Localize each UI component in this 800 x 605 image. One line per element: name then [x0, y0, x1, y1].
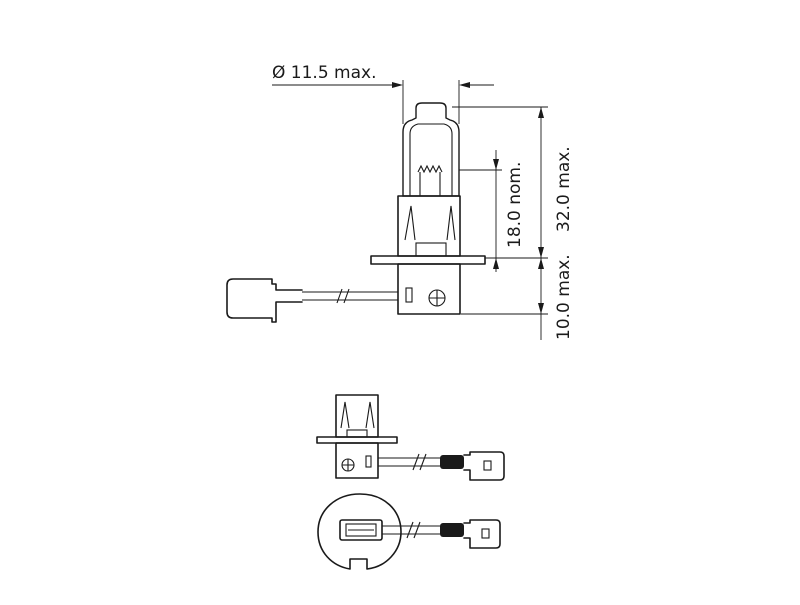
dimension-lines: Ø 11.5 max. 18.0 nom. 32.0 max. 10.0 max…: [272, 63, 574, 340]
flange: [370, 255, 486, 265]
overall-max-label: 32.0 max.: [554, 146, 574, 232]
metal-base: [397, 195, 461, 257]
lower-max-label: 10.0 max.: [554, 254, 574, 340]
small-side-view: [316, 394, 505, 481]
nominal-label: 18.0 nom.: [505, 162, 525, 248]
socket-block: [397, 263, 461, 315]
main-bulb-view: [226, 102, 486, 323]
diameter-label: Ø 11.5 max.: [272, 63, 376, 83]
front-view: [317, 493, 501, 570]
wire-and-connector: [226, 278, 398, 323]
diameter-dimension: Ø 11.5 max.: [272, 63, 494, 124]
lower-dimension: 10.0 max.: [538, 254, 574, 340]
glass-capsule: [402, 102, 460, 197]
overall-dimension: 32.0 max.: [538, 107, 574, 258]
extension-lines: [452, 106, 548, 315]
nominal-dimension: 18.0 nom.: [493, 150, 525, 272]
